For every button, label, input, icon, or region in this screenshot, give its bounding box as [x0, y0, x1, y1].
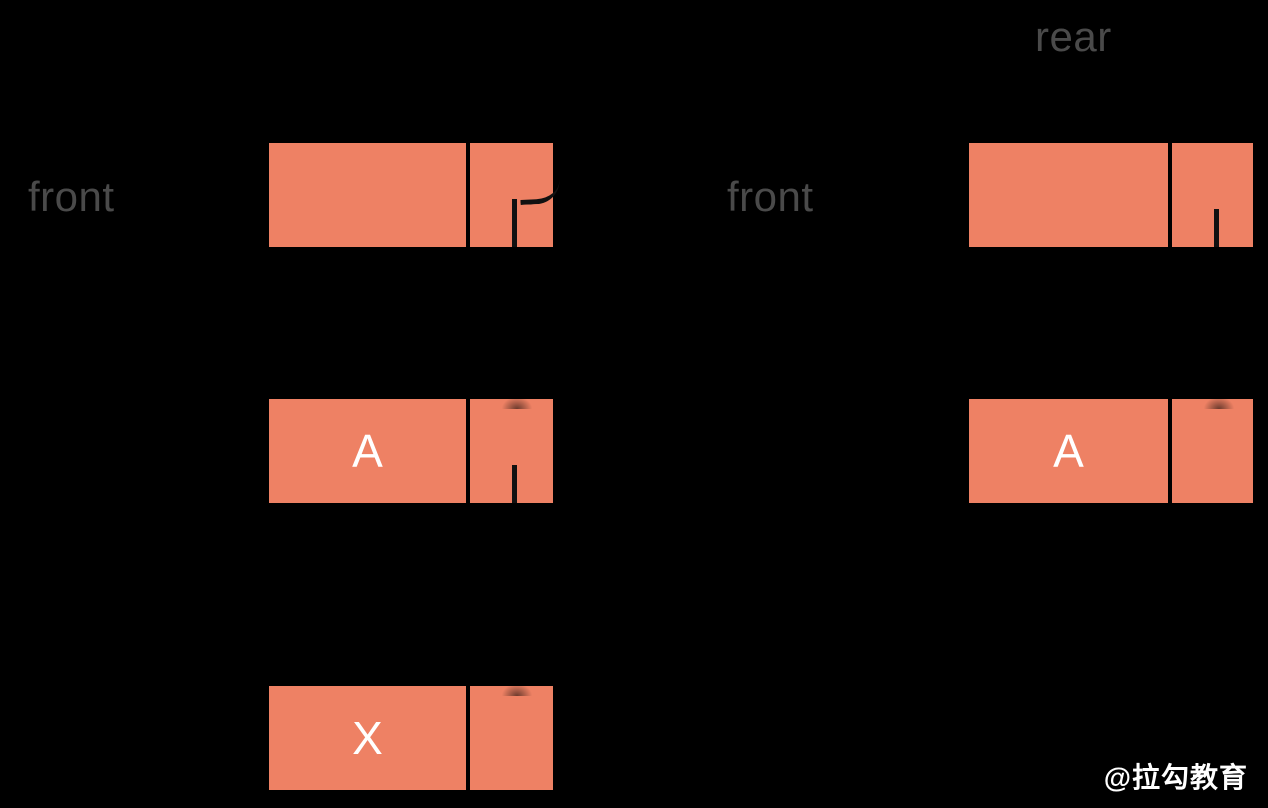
node-divider: [466, 143, 470, 247]
node-next-cell: [470, 684, 553, 790]
node-next-cell: [1172, 397, 1253, 503]
node-next-cell: [470, 143, 561, 247]
queue-node-right-a: A: [969, 397, 1253, 503]
label-rear: rear: [1035, 13, 1112, 60]
queue-node-left-head: [269, 143, 561, 247]
node-data-cell: A: [269, 399, 466, 503]
node-value: A: [352, 425, 383, 477]
node-divider: [1168, 399, 1172, 503]
node-next-cell: [1172, 143, 1253, 247]
pointer-smudge-icon: [502, 684, 532, 696]
watermark: @拉勾教育: [1103, 762, 1248, 793]
label-front-middle: front: [727, 173, 814, 220]
pointer-tick-icon: [1214, 209, 1219, 247]
node-divider: [466, 686, 470, 790]
pointer-smudge-icon: [502, 397, 532, 409]
node-next-cell: [470, 397, 553, 503]
node-data-cell: A: [969, 399, 1168, 503]
node-data-cell: [969, 143, 1168, 247]
node-divider: [466, 399, 470, 503]
pointer-smudge-icon: [1204, 397, 1234, 409]
node-data-cell: X: [269, 686, 466, 790]
pointer-tick-icon: [512, 199, 517, 247]
node-data-cell: [269, 143, 466, 247]
label-front-left: front: [28, 173, 115, 220]
queue-node-left-a: A: [269, 397, 553, 503]
queue-node-left-x: X: [269, 684, 553, 790]
node-value: X: [352, 712, 383, 764]
pointer-arrow-icon: [519, 179, 561, 206]
queue-node-right-head: [969, 143, 1253, 247]
node-value: A: [1053, 425, 1084, 477]
node-divider: [1168, 143, 1172, 247]
pointer-tick-icon: [512, 465, 517, 503]
